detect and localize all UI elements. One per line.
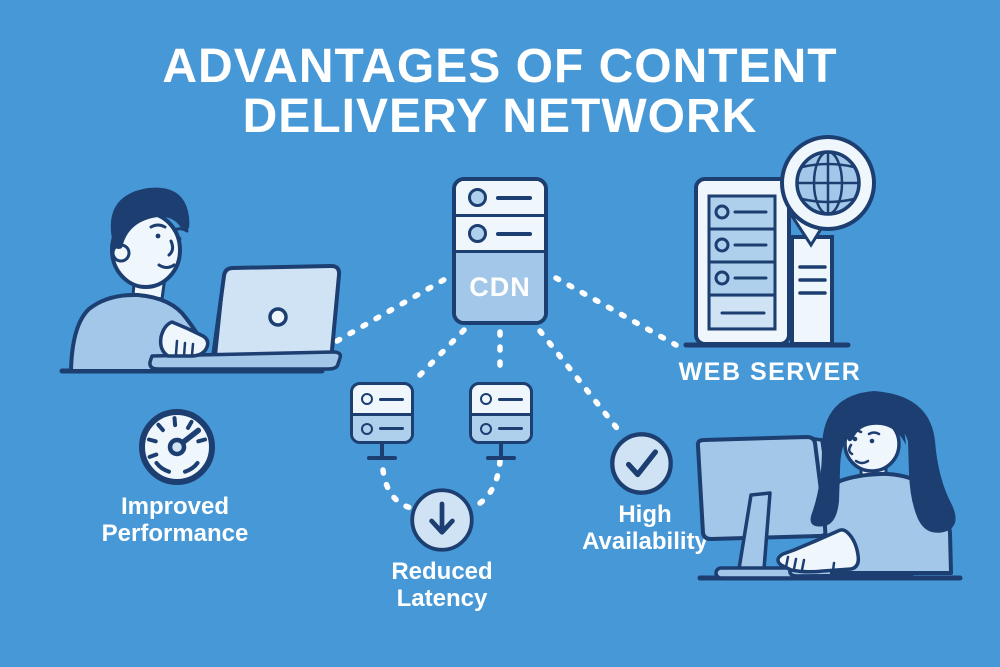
server-indicator-icon — [480, 393, 492, 405]
edge-server-slot — [472, 385, 530, 413]
benefit-label-line: Availability — [582, 528, 708, 555]
edge-server-box — [469, 382, 533, 444]
speedometer-hub — [167, 437, 187, 457]
benefit-label-line: Improved — [120, 493, 230, 520]
woman-eye-right — [869, 438, 875, 444]
title-line-1: ADVANTAGES OF CONTENT — [162, 40, 838, 93]
connection-edge-left-to-latency — [380, 467, 414, 511]
server-slot-line — [498, 397, 523, 401]
down-arrow-glyph — [429, 501, 455, 535]
edge-server-left — [350, 382, 414, 460]
server-slot-line — [496, 231, 532, 236]
server-slot-line — [496, 195, 532, 200]
benefit-high-availability-label: High Availability — [535, 501, 755, 555]
woman-fingers — [784, 555, 836, 573]
server-indicator-icon — [361, 393, 373, 405]
web-server-illustration — [683, 135, 876, 348]
edge-server-slot — [472, 413, 530, 441]
server-indicator-icon — [361, 422, 373, 435]
woman-mouth — [854, 459, 870, 465]
server-slot-line — [379, 427, 404, 430]
checkmark-glyph — [625, 449, 659, 478]
edge-server-slot — [353, 385, 411, 413]
edge-server-slot — [353, 413, 411, 441]
benefit-label-line: Performance — [101, 520, 249, 547]
benefit-label-line: High — [618, 501, 672, 528]
server-stand — [380, 444, 384, 456]
server-indicator-icon — [468, 224, 487, 243]
benefit-reduced-latency-label: Reduced Latency — [332, 558, 552, 612]
title-line-2: DELIVERY NETWORK — [242, 90, 758, 143]
man-eye-left — [155, 233, 161, 239]
woman-working-on-desktop-illustration — [695, 391, 963, 581]
connection-cdn-to-availability — [537, 328, 623, 435]
connection-cdn-to-edge-left — [415, 327, 467, 380]
server-indicator-icon — [480, 422, 492, 435]
globe-grid — [797, 150, 859, 216]
benefit-improved-performance-label: Improved Performance — [65, 493, 285, 547]
server-stand-base — [486, 456, 516, 460]
web-server-slot-dividers — [709, 227, 775, 297]
man-eyebrows — [149, 223, 189, 233]
edge-server-right — [469, 382, 533, 460]
web-server-indicators — [714, 204, 730, 286]
man-nose — [167, 239, 175, 257]
speedometer-ticks — [147, 416, 207, 474]
woman-eyebrows — [849, 429, 881, 436]
connection-laptop-to-cdn — [334, 275, 450, 344]
speedometer-icon — [139, 409, 215, 485]
side-tower-vents — [798, 265, 827, 295]
man-fingers — [174, 339, 195, 358]
man-working-on-laptop-illustration — [59, 187, 343, 374]
connection-edge-right-to-latency — [467, 458, 503, 512]
man-mouth — [157, 263, 176, 269]
web-server-side-tower — [790, 235, 834, 346]
woman-fringe — [845, 407, 906, 445]
web-server-slot-lines — [720, 210, 768, 315]
man-arm — [158, 320, 210, 358]
laptop-logo — [268, 307, 288, 327]
man-hair — [110, 187, 190, 249]
benefit-label-line: Reduced — [391, 558, 493, 585]
server-slot-line — [498, 427, 523, 430]
benefit-label-line: Latency — [396, 585, 488, 612]
connection-cdn-to-web-server — [553, 275, 679, 348]
man-eye-right — [176, 236, 182, 242]
checkmark-icon — [610, 432, 673, 495]
down-arrow-icon — [410, 488, 474, 552]
web-server-label: WEB SERVER — [678, 358, 862, 386]
server-indicator-icon — [468, 188, 487, 207]
woman-arms — [776, 528, 861, 574]
monitor-stand-base — [714, 566, 798, 580]
cdn-server-slot — [456, 181, 544, 217]
server-slot-line — [379, 397, 404, 401]
server-stand — [499, 444, 503, 456]
server-stand-base — [367, 456, 397, 460]
woman-eye-left — [852, 436, 858, 442]
cdn-server-node: CDN — [452, 177, 548, 325]
cdn-server-slot — [456, 217, 544, 253]
laptop-screen-edge — [213, 275, 226, 364]
edge-server-box — [350, 382, 414, 444]
page-title: ADVANTAGES OF CONTENT DELIVERY NETWORK — [0, 42, 1000, 142]
cdn-label: CDN — [456, 253, 544, 321]
woman-nose — [848, 443, 854, 456]
